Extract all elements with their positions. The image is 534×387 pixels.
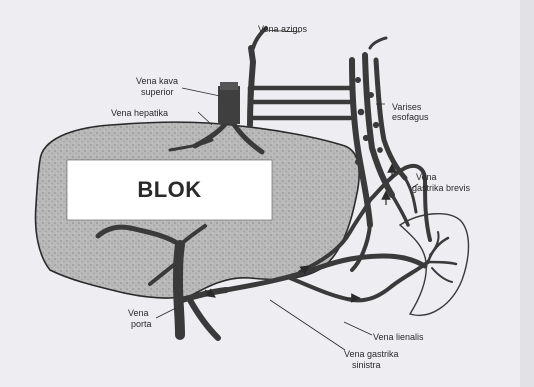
label-vena-kava-superior-1: Vena kava	[136, 76, 178, 86]
vena-gastrika-sinistra-vessels	[352, 225, 370, 270]
label-vena-porta-2: porta	[131, 319, 152, 329]
label-vena-gastrika-sinistra-2: sinistra	[352, 360, 381, 370]
spleen-vessels	[428, 232, 456, 282]
label-vena-porta-1: Vena	[128, 308, 149, 318]
label-vena-azigos: Vena azigos	[258, 24, 307, 34]
label-vena-gastrika-sinistra-1: Vena gastrika	[344, 349, 399, 359]
label-vena-gastrika-brevis-2: gastrika brevis	[412, 183, 470, 193]
label-varises-2: esofagus	[392, 112, 429, 122]
varises-esofagus-vessels	[352, 38, 405, 225]
label-vena-hepatika: Vena hepatika	[111, 108, 168, 118]
vena-kava-superior-vessel	[218, 82, 240, 124]
spleen	[400, 214, 469, 316]
label-vena-lienalis: Vena lienalis	[373, 332, 424, 342]
vena-azigos-vessels	[250, 28, 350, 125]
blok-label: BLOK	[67, 160, 272, 220]
label-vena-kava-superior-2: superior	[141, 87, 174, 97]
page-edge	[520, 0, 534, 387]
label-varises-1: Varises	[392, 102, 421, 112]
label-vena-gastrika-brevis-1: Vena	[416, 172, 437, 182]
